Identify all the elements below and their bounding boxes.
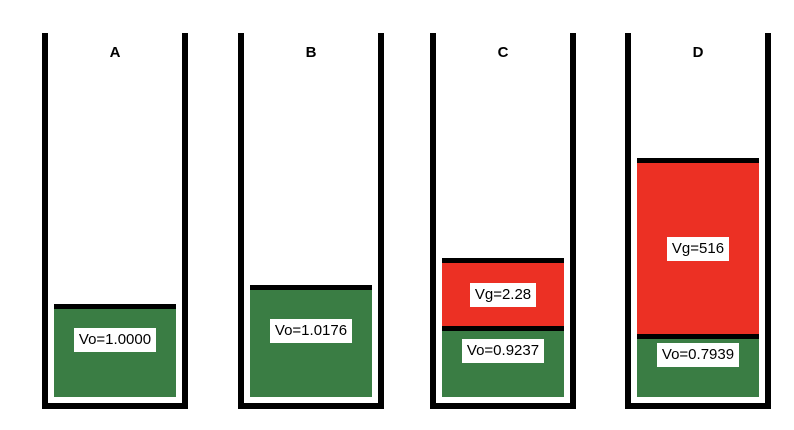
- column-letter-d: D: [692, 44, 704, 61]
- tube-glass-a: Vo=1.0000: [42, 33, 188, 409]
- segment-vo-c: Vo=0.9237: [442, 326, 564, 397]
- segment-vo-a: Vo=1.0000: [54, 304, 176, 397]
- value-label-vo-d: Vo=0.7939: [656, 343, 740, 367]
- value-label-vg-d: Vg=516: [666, 236, 730, 261]
- tube-contents-c: Vg=2.28 Vo=0.9237: [442, 33, 564, 397]
- tube-glass-b: Vo=1.0176: [238, 33, 384, 409]
- tube-contents-d: Vg=516 Vo=0.7939: [637, 33, 759, 397]
- tube-column-b: Vo=1.0176 B: [238, 33, 384, 409]
- tube-contents-b: Vo=1.0176: [250, 33, 372, 397]
- tube-column-a: Vo=1.0000 A: [42, 33, 188, 409]
- segment-vo-d: Vo=0.7939: [637, 334, 759, 397]
- value-label-vo-c: Vo=0.9237: [461, 339, 545, 363]
- tube-column-c: Vg=2.28 Vo=0.9237 C: [430, 33, 576, 409]
- segment-vo-b: Vo=1.0176: [250, 285, 372, 397]
- tube-column-d: Vg=516 Vo=0.7939 D: [625, 33, 771, 409]
- value-label-vg-c: Vg=2.28: [469, 282, 537, 307]
- tube-contents-a: Vo=1.0000: [54, 33, 176, 397]
- column-letter-c: C: [497, 44, 509, 61]
- column-letter-a: A: [109, 44, 121, 61]
- value-label-vo-a: Vo=1.0000: [73, 328, 157, 352]
- value-label-vo-b: Vo=1.0176: [269, 318, 353, 343]
- column-letter-b: B: [305, 44, 317, 61]
- segment-vg-c: Vg=2.28: [442, 258, 564, 326]
- tube-glass-d: Vg=516 Vo=0.7939: [625, 33, 771, 409]
- tube-glass-c: Vg=2.28 Vo=0.9237: [430, 33, 576, 409]
- segment-vg-d: Vg=516: [637, 158, 759, 334]
